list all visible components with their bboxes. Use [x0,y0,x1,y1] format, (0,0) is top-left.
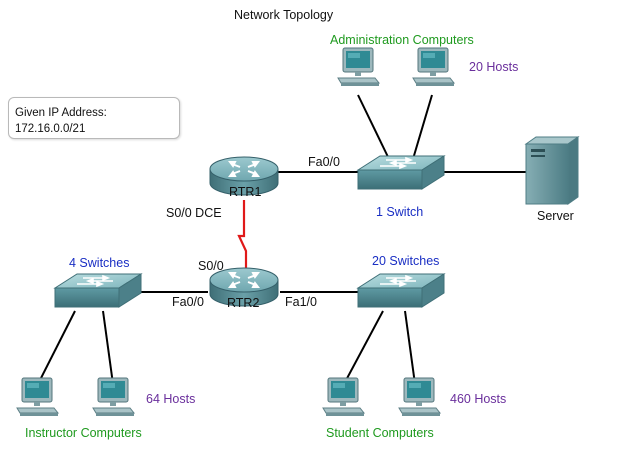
student-pc-2-icon[interactable] [398,377,441,417]
top-switch-icon[interactable] [357,155,445,190]
left-switch-icon[interactable] [54,273,142,308]
instructor-pc-2-icon[interactable] [92,377,135,417]
rtr2-fa00-label: Fa0/0 [172,295,204,309]
instructor-computers-label: Instructor Computers [25,426,142,440]
top-switch-label: 1 Switch [376,205,424,219]
admin-pc-1-icon[interactable] [337,47,380,87]
rtr1-label: RTR1 [229,185,262,199]
rtr2-fa10-label: Fa1/0 [285,295,317,309]
server-icon[interactable] [524,136,580,205]
serial-link [237,200,248,268]
left-switch-label: 4 Switches [69,256,130,270]
link-right-pc2 [404,310,416,385]
right-switch-icon[interactable] [357,273,445,308]
rtr1-fa00-label: Fa0/0 [308,155,340,169]
link-admin-pc1 [357,94,390,160]
instructor-hosts-count: 64 Hosts [146,392,196,406]
right-switch-label: 20 Switches [372,254,440,268]
link-right-pc1 [343,310,384,385]
link-admin-pc2 [412,94,433,160]
rtr2-label: RTR2 [227,296,260,310]
given-ip-value: 172.16.0.0/21 [15,123,86,135]
admin-hosts-count: 20 Hosts [469,60,519,74]
ethernet-links [37,94,528,385]
rtr1-s00-dce-label: S0/0 DCE [166,206,222,220]
given-ip-label: Given IP Address: [15,107,107,119]
student-hosts-count: 460 Hosts [450,392,507,406]
link-left-pc1 [37,310,76,385]
rtr2-s00-label: S0/0 [198,259,224,273]
diagram-title: Network Topology [234,8,334,22]
instructor-pc-1-icon[interactable] [16,377,59,417]
admin-pc-2-icon[interactable] [412,47,455,87]
given-ip-box: Given IP Address: 172.16.0.0/21 [8,97,180,139]
server-label: Server [537,209,574,223]
link-left-pc2 [102,310,114,385]
student-computers-label: Student Computers [326,426,434,440]
admin-computers-label: Administration Computers [330,33,474,47]
student-pc-1-icon[interactable] [322,377,365,417]
